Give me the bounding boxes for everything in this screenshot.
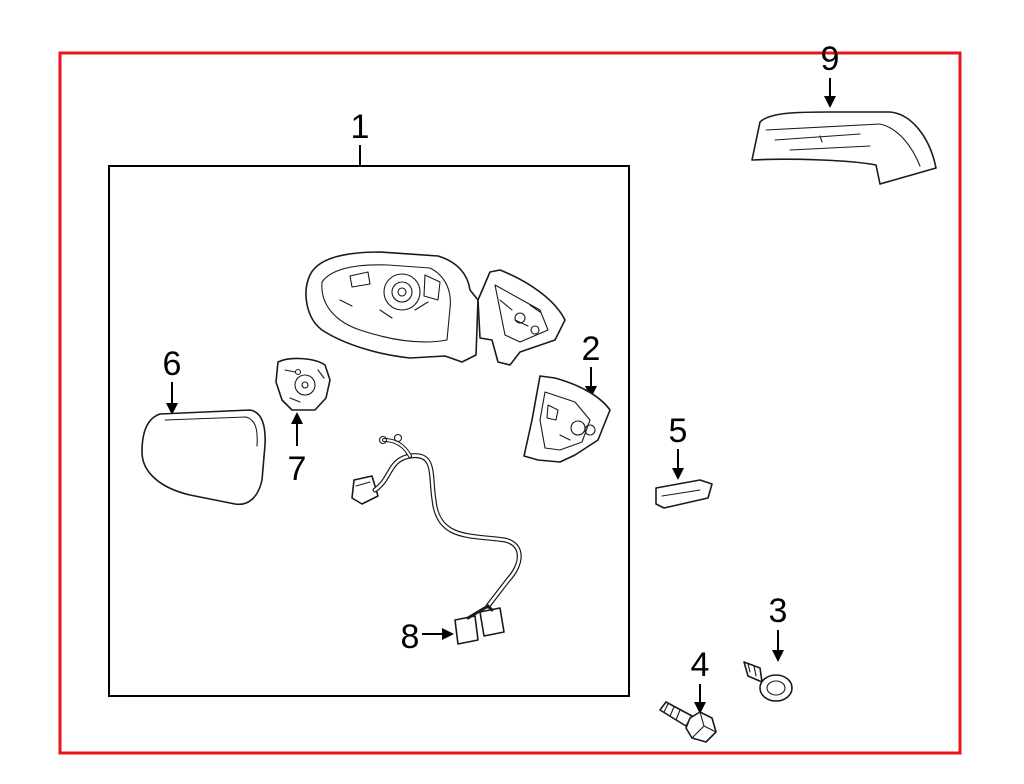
mirror-glass[interactable] (141, 409, 266, 506)
skull-cap[interactable] (751, 111, 937, 185)
callout-4-label: 4 (691, 646, 710, 684)
callout-5-arrowhead (672, 468, 684, 480)
callout-4[interactable]: 4 (691, 646, 710, 714)
actuator[interactable] (275, 357, 331, 411)
assembly-box (108, 165, 630, 697)
callout-2[interactable]: 2 (582, 330, 601, 398)
callout-4-arrowhead (694, 702, 706, 714)
bolt[interactable] (659, 701, 717, 743)
callout-6-arrowhead (166, 403, 178, 415)
mirror-housing-assembly[interactable] (305, 251, 566, 366)
outer-frame (58, 51, 962, 755)
callout-7-arrowhead (291, 412, 303, 424)
callout-7[interactable]: 7 (288, 412, 307, 488)
callout-3-label: 3 (769, 592, 788, 630)
callout-5-label: 5 (669, 412, 688, 450)
callout-1[interactable]: 1 (351, 108, 370, 166)
callout-8-label: 8 (401, 618, 420, 656)
callout-3[interactable]: 3 (769, 592, 788, 662)
wire-harness[interactable] (351, 433, 522, 645)
callout-1-label: 1 (351, 108, 370, 146)
callout-3-arrowhead (772, 650, 784, 662)
housing-cover[interactable] (523, 375, 611, 463)
callout-9[interactable]: 9 (821, 40, 840, 108)
callout-6-label: 6 (163, 345, 182, 383)
callout-9-arrowhead (824, 96, 836, 108)
callout-9-label: 9 (821, 40, 840, 78)
callout-8[interactable]: 8 (401, 618, 454, 656)
callout-5[interactable]: 5 (669, 412, 688, 480)
callout-2-label: 2 (582, 330, 601, 368)
callout-7-label: 7 (288, 450, 307, 488)
screw[interactable] (743, 661, 793, 702)
callout-8-arrowhead (442, 628, 454, 640)
callout-6[interactable]: 6 (163, 345, 182, 415)
clip[interactable] (655, 479, 713, 509)
